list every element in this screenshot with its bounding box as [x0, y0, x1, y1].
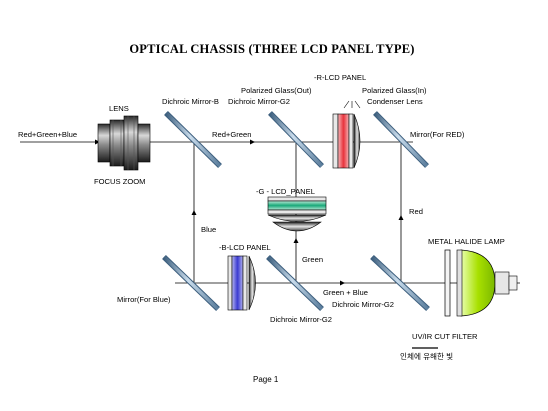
labels: Red+Green+Blue LENS FOCUS ZOOM Dichroic … [18, 73, 505, 361]
mirror-for-red [373, 111, 429, 168]
page-number: Page 1 [253, 375, 279, 384]
b-panel-label: -B-LCD PANEL [219, 243, 271, 252]
mirror-for-blue [162, 255, 220, 311]
r-panel-label: -R-LCD PANEL [314, 73, 366, 82]
mirror-blue-label: Mirror(For Blue) [117, 295, 171, 304]
condenser-label: Condenser Lens [367, 97, 423, 106]
blue-label: Blue [201, 225, 216, 234]
metal-halide-label: METAL HALIDE LAMP [428, 237, 505, 246]
green-label: Green [302, 255, 323, 264]
red-green-label: Red+Green [212, 130, 251, 139]
g-lcd-panel-assembly [267, 196, 327, 232]
input-light-label: Red+Green+Blue [18, 130, 77, 139]
dichroic-b-label: Dichroic Mirror-B [162, 97, 219, 106]
korean-note-label: 인체에 유해한 빛 [400, 351, 453, 361]
polarized-out-label: Polarized Glass(Out) [241, 86, 312, 95]
diagram-title: OPTICAL CHASSIS (THREE LCD PANEL TYPE) [129, 42, 414, 56]
r-lcd-panel-assembly [332, 100, 361, 169]
dichroic-g2-bottom-label: Dichroic Mirror-G2 [270, 315, 332, 324]
dichroic-mirror-g2-right [370, 254, 430, 312]
dichroic-g2-right-label: Dichroic Mirror-G2 [332, 300, 394, 309]
g-panel-label: -G - LCD_PANEL [256, 187, 315, 196]
uv-ir-cut-filter [444, 249, 451, 317]
dichroic-mirror-g2-top [268, 111, 324, 168]
dichroic-mirror-g2-bottom [266, 255, 324, 311]
red-label: Red [409, 207, 423, 216]
projection-lens [97, 115, 151, 171]
focus-zoom-label: FOCUS ZOOM [94, 177, 145, 186]
b-lcd-panel-assembly [227, 255, 256, 311]
polarized-in-label: Polarized Glass(In) [362, 86, 427, 95]
uv-ir-label: UV/IR CUT FILTER [412, 332, 478, 341]
dichroic-mirror-b [164, 111, 222, 168]
mirror-red-label: Mirror(For RED) [410, 130, 465, 139]
dichroic-g2-top-label: Dichroic Mirror-G2 [228, 97, 290, 106]
green-blue-label: Green + Blue [323, 288, 368, 297]
metal-halide-lamp [456, 249, 518, 317]
lens-label: LENS [109, 104, 129, 113]
